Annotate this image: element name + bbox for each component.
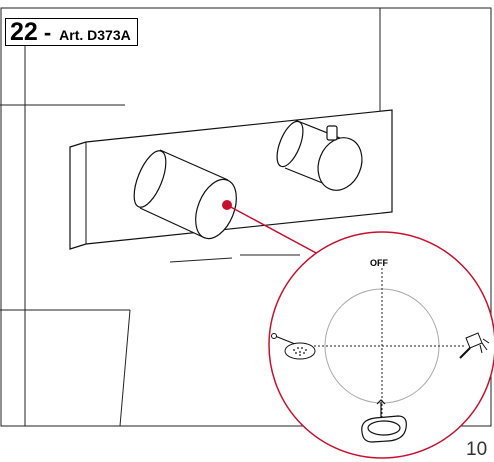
illustration-frame [0,7,492,427]
page-number: 10 [466,439,488,460]
hand-shower-icon [459,332,490,359]
title-separator: - [43,20,52,45]
shower-head-icon [271,333,316,360]
article-code: Art. D373A [59,27,131,43]
diverter-knob [276,119,363,191]
callout-leader [226,204,319,255]
thermostatic-knob [133,149,237,240]
step-number: 22 [10,18,38,46]
off-label: OFF [370,258,388,268]
article-title-box: 22 - Art. D373A [5,18,138,46]
bathtub-icon [361,399,407,443]
